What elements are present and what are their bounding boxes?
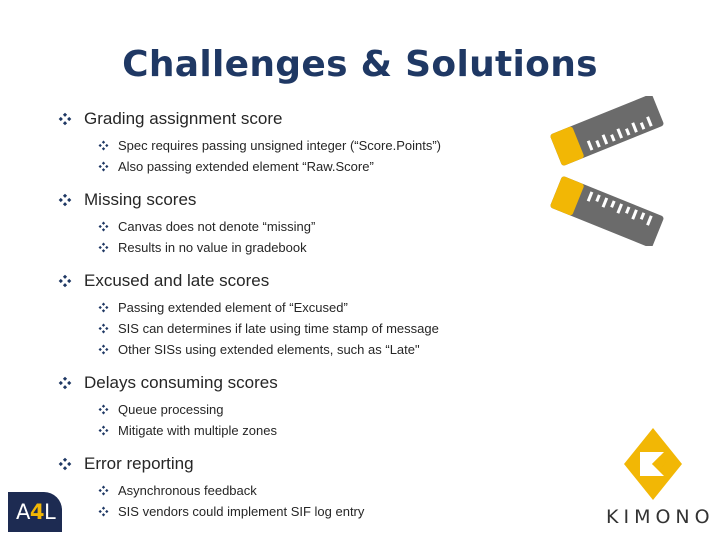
diamond-bullet-icon [98, 506, 109, 517]
diamond-bullet-icon [98, 242, 109, 253]
sub-bullet-list: Passing extended element of “Excused” SI… [58, 297, 618, 360]
section-heading-text: Missing scores [84, 190, 197, 209]
a4l-logo-4: 4 [29, 500, 45, 524]
list-item: Canvas does not denote “missing” [98, 216, 618, 237]
section-heading-text: Grading assignment score [84, 109, 283, 128]
diamond-bullet-icon [58, 193, 72, 207]
bullet-list: Grading assignment score Spec requires p… [58, 106, 618, 522]
section-heading-text: Error reporting [84, 454, 194, 473]
section-heading: Grading assignment score [58, 106, 618, 132]
kimono-logo-mark [624, 428, 682, 500]
list-item-text: Other SISs using extended elements, such… [118, 342, 420, 357]
list-item: Spec requires passing unsigned integer (… [98, 135, 618, 156]
list-item: Results in no value in gradebook [98, 237, 618, 258]
diamond-bullet-icon [58, 274, 72, 288]
sub-bullet-list: Asynchronous feedback SIS vendors could … [58, 480, 618, 522]
diamond-bullet-icon [58, 376, 72, 390]
list-item-text: SIS can determines if late using time st… [118, 321, 439, 336]
list-item: SIS vendors could implement SIF log entr… [98, 501, 618, 522]
section-heading: Delays consuming scores [58, 370, 618, 396]
sub-bullet-list: Spec requires passing unsigned integer (… [58, 135, 618, 177]
section-heading: Error reporting [58, 451, 618, 477]
list-item: Passing extended element of “Excused” [98, 297, 618, 318]
sub-bullet-list: Queue processing Mitigate with multiple … [58, 399, 618, 441]
kimono-logo-text: KIMONO [606, 506, 715, 528]
list-item-text: Passing extended element of “Excused” [118, 300, 348, 315]
list-item-text: Also passing extended element “Raw.Score… [118, 159, 374, 174]
a4l-logo-text: A4L [16, 500, 56, 524]
diamond-bullet-icon [98, 485, 109, 496]
section-heading: Missing scores [58, 187, 618, 213]
list-item: SIS can determines if late using time st… [98, 318, 618, 339]
diamond-bullet-icon [98, 221, 109, 232]
section-heading: Excused and late scores [58, 268, 618, 294]
list-item: Other SISs using extended elements, such… [98, 339, 618, 360]
diamond-bullet-icon [98, 302, 109, 313]
list-item-text: Queue processing [118, 402, 224, 417]
diamond-bullet-icon [98, 425, 109, 436]
slide-title: Challenges & Solutions [122, 44, 598, 85]
list-item-text: Asynchronous feedback [118, 483, 257, 498]
list-item: Mitigate with multiple zones [98, 420, 618, 441]
diamond-bullet-icon [98, 140, 109, 151]
crossed-rulers-icon [550, 96, 664, 246]
list-item-text: Mitigate with multiple zones [118, 423, 277, 438]
diamond-bullet-icon [98, 161, 109, 172]
list-item-text: Results in no value in gradebook [118, 240, 307, 255]
diamond-bullet-icon [98, 404, 109, 415]
list-item-text: Spec requires passing unsigned integer (… [118, 138, 442, 153]
diamond-bullet-icon [58, 457, 72, 471]
list-item-text: SIS vendors could implement SIF log entr… [118, 504, 365, 519]
list-item-text: Canvas does not denote “missing” [118, 219, 316, 234]
a4l-logo-a: A [16, 500, 30, 524]
list-item: Queue processing [98, 399, 618, 420]
list-item: Asynchronous feedback [98, 480, 618, 501]
diamond-bullet-icon [98, 323, 109, 334]
section-heading-text: Delays consuming scores [84, 373, 278, 392]
diamond-bullet-icon [58, 112, 72, 126]
sub-bullet-list: Canvas does not denote “missing” Results… [58, 216, 618, 258]
diamond-bullet-icon [98, 344, 109, 355]
section-heading-text: Excused and late scores [84, 271, 270, 290]
a4l-logo-l: L [44, 500, 56, 524]
a4l-logo [8, 492, 62, 532]
list-item: Also passing extended element “Raw.Score… [98, 156, 618, 177]
